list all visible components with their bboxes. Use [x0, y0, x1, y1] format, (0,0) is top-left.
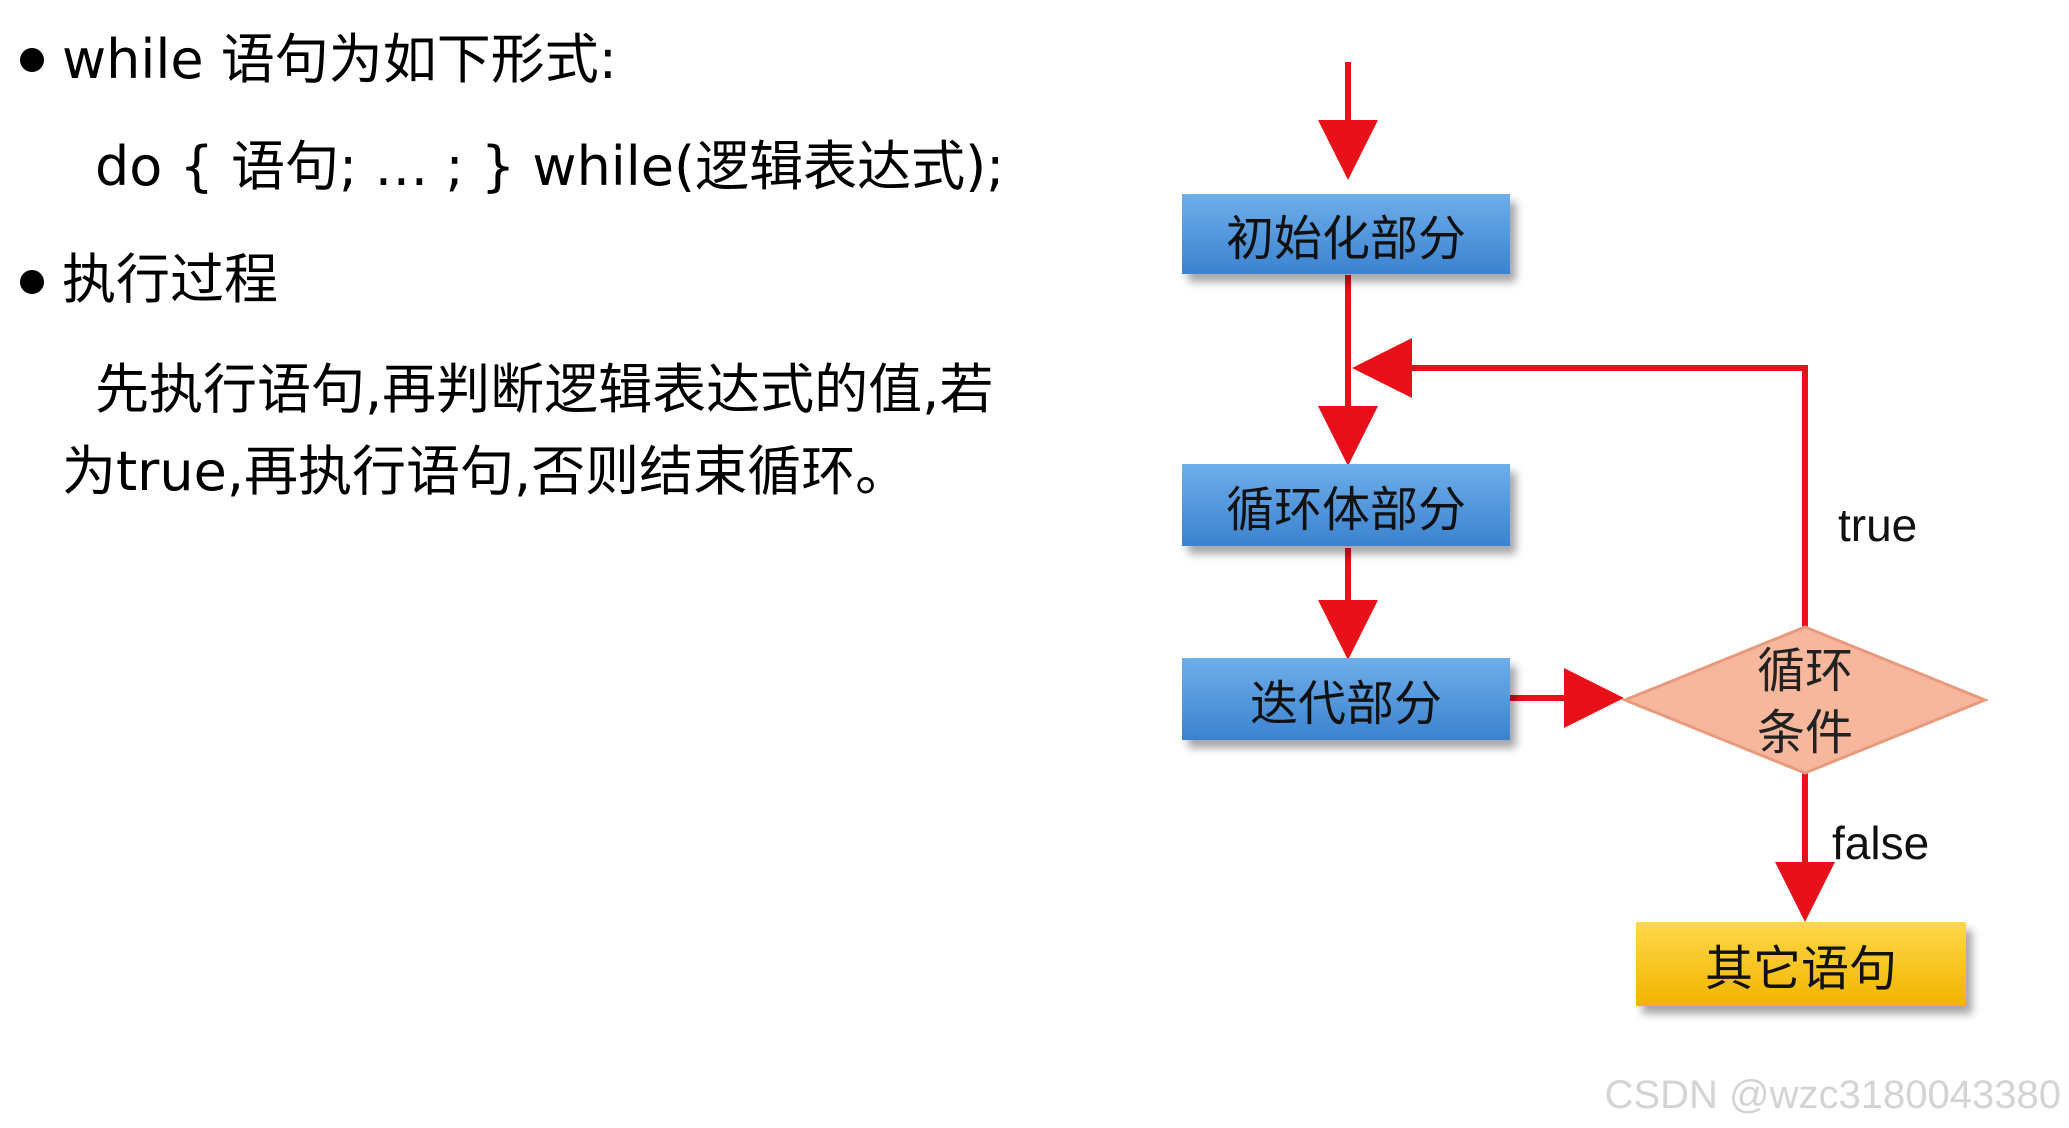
description-line-2: 为true,再执行语句,否则结束循环。: [62, 440, 910, 503]
bullet-dot-2: [20, 270, 44, 294]
condition-diamond: [1621, 625, 1989, 775]
condition-line-2: 条件: [1756, 705, 1853, 761]
condition-line-1: 循环: [1756, 643, 1853, 699]
csdn-watermark: CSDN @wzc3180043380: [1604, 1073, 2061, 1117]
flowchart-svg: [1318, 62, 1989, 922]
edge-label-true: true: [1838, 499, 1918, 551]
do-while-flowchart: 初始化部分 循环体部分 迭代部分 循环 条件 其它语句 true false: [1150, 0, 2069, 1128]
node-condition-label: 循环 条件: [1735, 640, 1875, 764]
text-panel: while 语句为如下形式: do { 语句; … ; } while(逻辑表达…: [0, 0, 1100, 600]
node-init: 初始化部分: [1182, 194, 1510, 274]
node-loop-body: 循环体部分: [1182, 464, 1510, 546]
bullet-dot-1: [20, 48, 44, 72]
arrow-true-loop: [1352, 338, 1808, 627]
node-other-statements: 其它语句: [1636, 922, 1966, 1006]
do-while-syntax: do { 语句; … ; } while(逻辑表达式);: [95, 135, 1005, 198]
bullet-while-form: while 语句为如下形式:: [62, 28, 617, 91]
bullet-execution-process: 执行过程: [62, 248, 278, 311]
node-iteration: 迭代部分: [1182, 658, 1510, 740]
description-line-1: 先执行语句,再判断逻辑表达式的值,若: [95, 358, 994, 421]
edge-label-false: false: [1832, 817, 1930, 869]
